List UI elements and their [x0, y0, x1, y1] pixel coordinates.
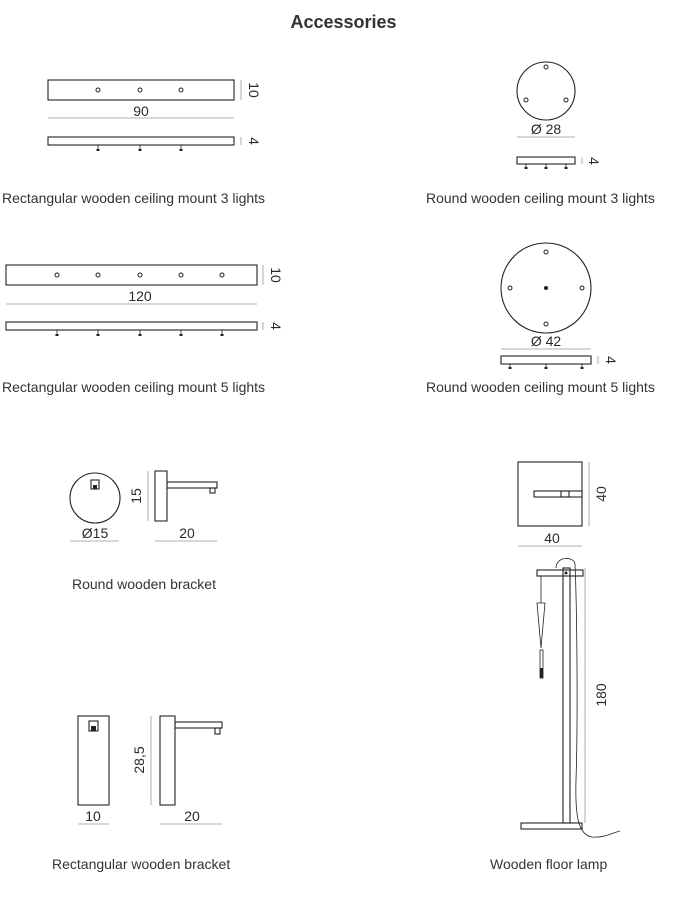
- dim-thickness: 4: [246, 137, 262, 145]
- dim-thickness: 4: [268, 322, 284, 330]
- dim-height: 10: [268, 267, 284, 283]
- dim-thickness: 4: [603, 356, 619, 364]
- dim-height: 28,5: [131, 746, 147, 773]
- dim-depth: 20: [184, 808, 200, 824]
- rect-bracket-drawing: 10 28,5 20: [77, 715, 223, 825]
- caption-round-bracket: Round wooden bracket: [72, 576, 216, 592]
- dim-diameter: Ø 42: [531, 333, 562, 349]
- dim-thickness: 4: [586, 157, 602, 165]
- caption-rect-mount-3: Rectangular wooden ceiling mount 3 light…: [2, 190, 266, 206]
- dim-length: 90: [133, 103, 149, 119]
- round-mount-3-drawing: Ø 28 4: [516, 61, 602, 169]
- caption-round-mount-3: Round wooden ceiling mount 3 lights: [426, 190, 655, 206]
- dim-height: 15: [128, 488, 144, 504]
- dim-height: 10: [246, 82, 262, 98]
- dim-height: 180: [593, 683, 609, 707]
- round-mount-5-drawing: Ø 42 4: [500, 242, 619, 369]
- round-bracket-drawing: Ø15 15 20: [69, 470, 218, 542]
- dim-diameter: Ø15: [82, 525, 109, 541]
- rect-mount-3-drawing: 90 10 4: [47, 79, 262, 151]
- dim-diameter: Ø 28: [531, 121, 562, 137]
- dim-width: 40: [593, 486, 609, 502]
- dim-length: 120: [128, 288, 152, 304]
- dim-depth: 40: [544, 530, 560, 546]
- dim-width: 10: [85, 808, 101, 824]
- caption-rect-bracket: Rectangular wooden bracket: [52, 856, 231, 872]
- floor-lamp-drawing: 40 40 180: [517, 461, 621, 838]
- caption-floor-lamp: Wooden floor lamp: [490, 856, 608, 872]
- caption-rect-mount-5: Rectangular wooden ceiling mount 5 light…: [2, 379, 266, 395]
- dim-depth: 20: [179, 525, 195, 541]
- rect-mount-5-drawing: 120 10 4: [5, 264, 284, 336]
- caption-round-mount-5: Round wooden ceiling mount 5 lights: [426, 379, 655, 395]
- page-title: Accessories: [290, 12, 397, 32]
